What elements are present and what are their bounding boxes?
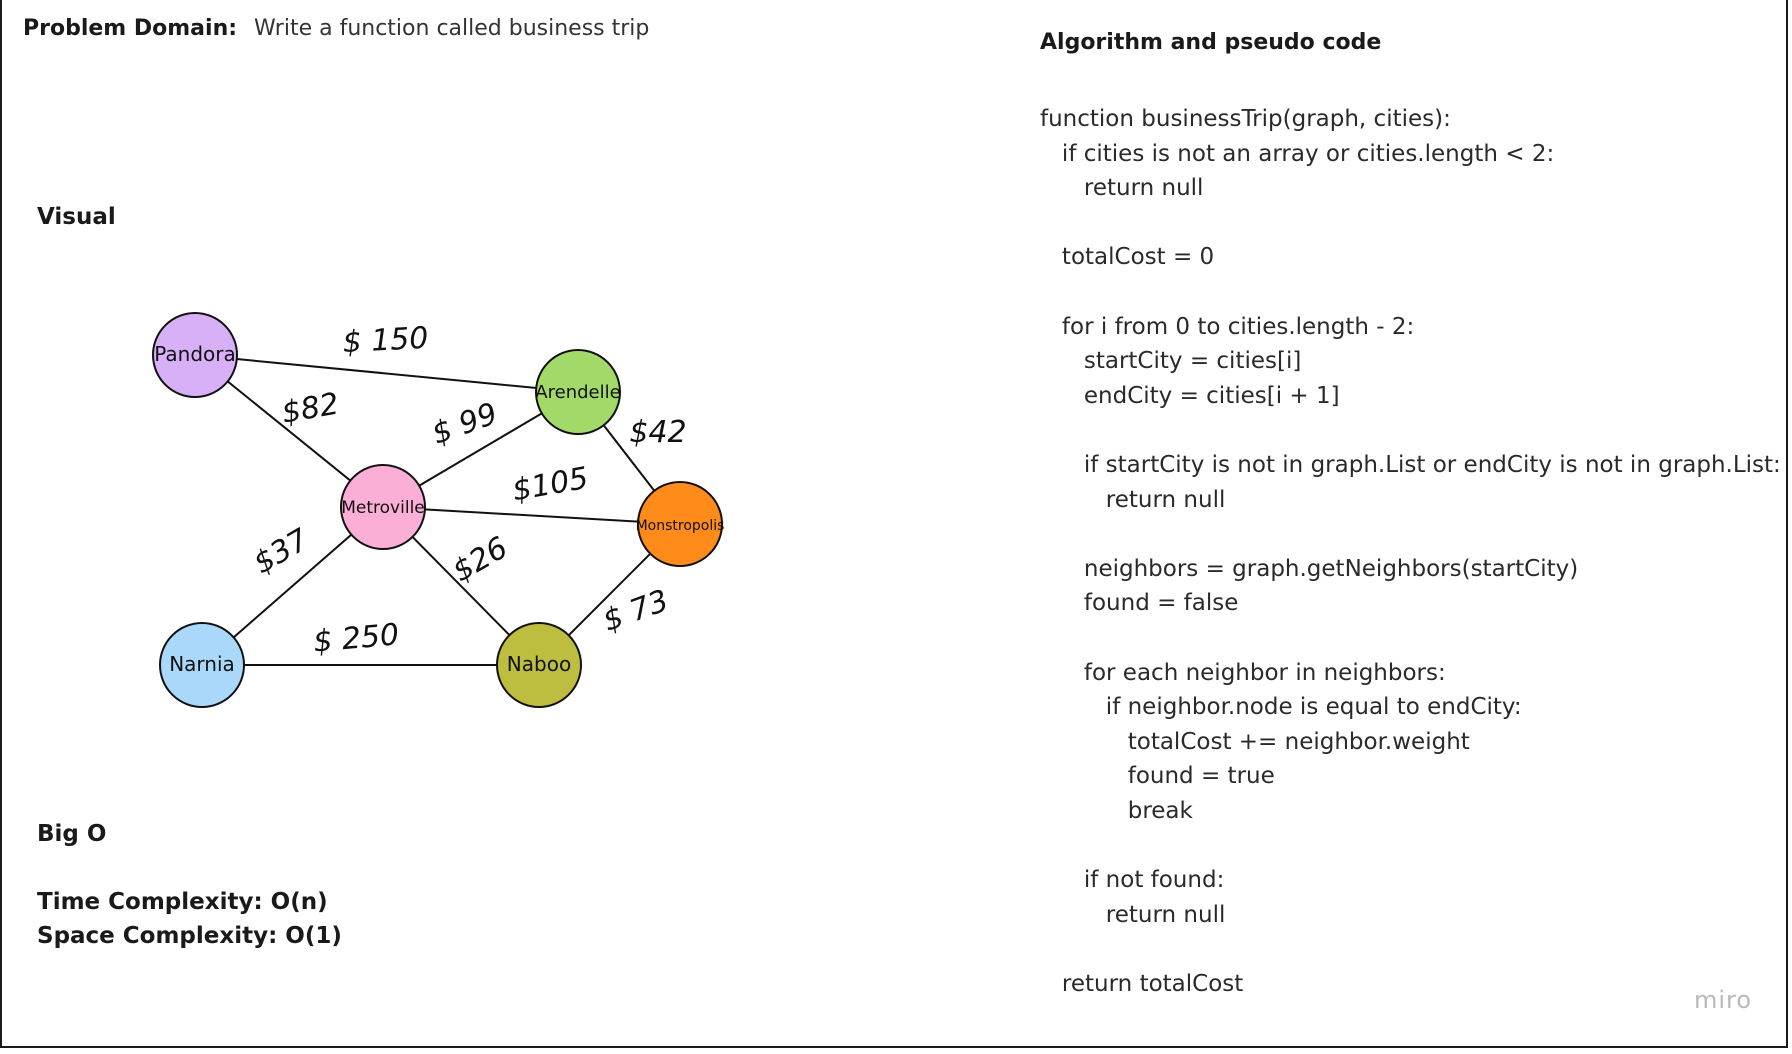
node-circle xyxy=(152,312,238,398)
code-line: if startCity is not in graph.List or end… xyxy=(1040,451,1781,478)
code-line: return null xyxy=(1040,175,1204,202)
big-o-title: Big O xyxy=(37,821,107,847)
miro-watermark: miro xyxy=(1694,986,1753,1014)
code-line xyxy=(1040,517,1781,552)
code-line xyxy=(1040,206,1781,241)
code-line: for each neighbor in neighbors: xyxy=(1040,659,1446,686)
graph-edge-labels: $ 150$82$ 99$42$105$37$26$ 250$ 73 xyxy=(248,321,687,660)
node-metroville: Metroville xyxy=(340,464,426,550)
space-complexity: Space Complexity: O(1) xyxy=(37,923,342,949)
node-label: Pandora xyxy=(154,342,236,366)
edge-weight-label: $37 xyxy=(248,522,315,581)
node-monstropolis: Monstropolis xyxy=(636,481,725,567)
code-line xyxy=(1040,413,1781,448)
node-label: Narnia xyxy=(169,652,235,676)
code-line: found = false xyxy=(1040,590,1239,617)
code-line: return null xyxy=(1040,901,1226,928)
node-circle xyxy=(535,349,621,435)
edge-metroville-monstropolis xyxy=(382,506,681,525)
node-label: Naboo xyxy=(507,652,571,676)
time-complexity: Time Complexity: O(n) xyxy=(37,889,328,915)
node-naboo: Naboo xyxy=(496,622,582,708)
code-line: found = true xyxy=(1040,763,1275,790)
node-circle xyxy=(340,464,426,550)
problem-domain-label: Problem Domain: xyxy=(23,16,238,41)
node-circle xyxy=(496,622,582,708)
node-label: Monstropolis xyxy=(636,518,725,534)
city-graph-diagram: $ 150$82$ 99$42$105$37$26$ 250$ 73 Pando… xyxy=(152,312,725,708)
code-line: for i from 0 to cities.length - 2: xyxy=(1040,313,1415,340)
node-arendelle: Arendelle xyxy=(535,349,621,435)
node-circle xyxy=(159,622,245,708)
code-line: return totalCost xyxy=(1040,970,1244,997)
node-label: Arendelle xyxy=(535,382,620,403)
code-line: totalCost += neighbor.weight xyxy=(1040,728,1470,755)
code-line: endCity = cities[i + 1] xyxy=(1040,382,1340,409)
code-line: break xyxy=(1040,797,1193,824)
code-line xyxy=(1040,621,1781,656)
visual-title: Visual xyxy=(37,204,116,230)
pseudo-code-block: function businessTrip(graph, cities): if… xyxy=(1040,102,1781,1001)
edge-weight-label: $82 xyxy=(279,386,341,430)
edge-weight-label: $ 73 xyxy=(598,583,673,639)
edge-weight-label: $42 xyxy=(629,415,686,450)
code-line: totalCost = 0 xyxy=(1040,244,1215,271)
graph-nodes: PandoraArendelleMetrovilleMonstropolisNa… xyxy=(152,312,725,708)
code-line: if cities is not an array or cities.leng… xyxy=(1040,140,1555,167)
node-label: Metroville xyxy=(341,498,425,518)
edge-pandora-arendelle xyxy=(194,354,579,393)
code-line: if not found: xyxy=(1040,867,1225,894)
edge-weight-label: $105 xyxy=(510,461,591,509)
node-narnia: Narnia xyxy=(159,622,245,708)
code-line: neighbors = graph.getNeighbors(startCity… xyxy=(1040,555,1579,582)
node-circle xyxy=(637,481,723,567)
code-line xyxy=(1040,932,1781,967)
algorithm-title: Algorithm and pseudo code xyxy=(1040,30,1382,55)
code-line: function businessTrip(graph, cities): xyxy=(1040,106,1451,132)
code-line xyxy=(1040,828,1781,863)
edge-weight-label: $ 250 xyxy=(312,617,401,659)
edge-weight-label: $ 150 xyxy=(342,321,430,360)
code-line: if neighbor.node is equal to endCity: xyxy=(1040,694,1522,721)
code-line: startCity = cities[i] xyxy=(1040,348,1302,375)
problem-domain-text: Write a function called business trip xyxy=(254,16,650,41)
problem-domain: Problem Domain: Write a function called … xyxy=(23,16,649,41)
code-line: return null xyxy=(1040,486,1226,513)
node-pandora: Pandora xyxy=(152,312,238,398)
code-line xyxy=(1040,275,1781,310)
